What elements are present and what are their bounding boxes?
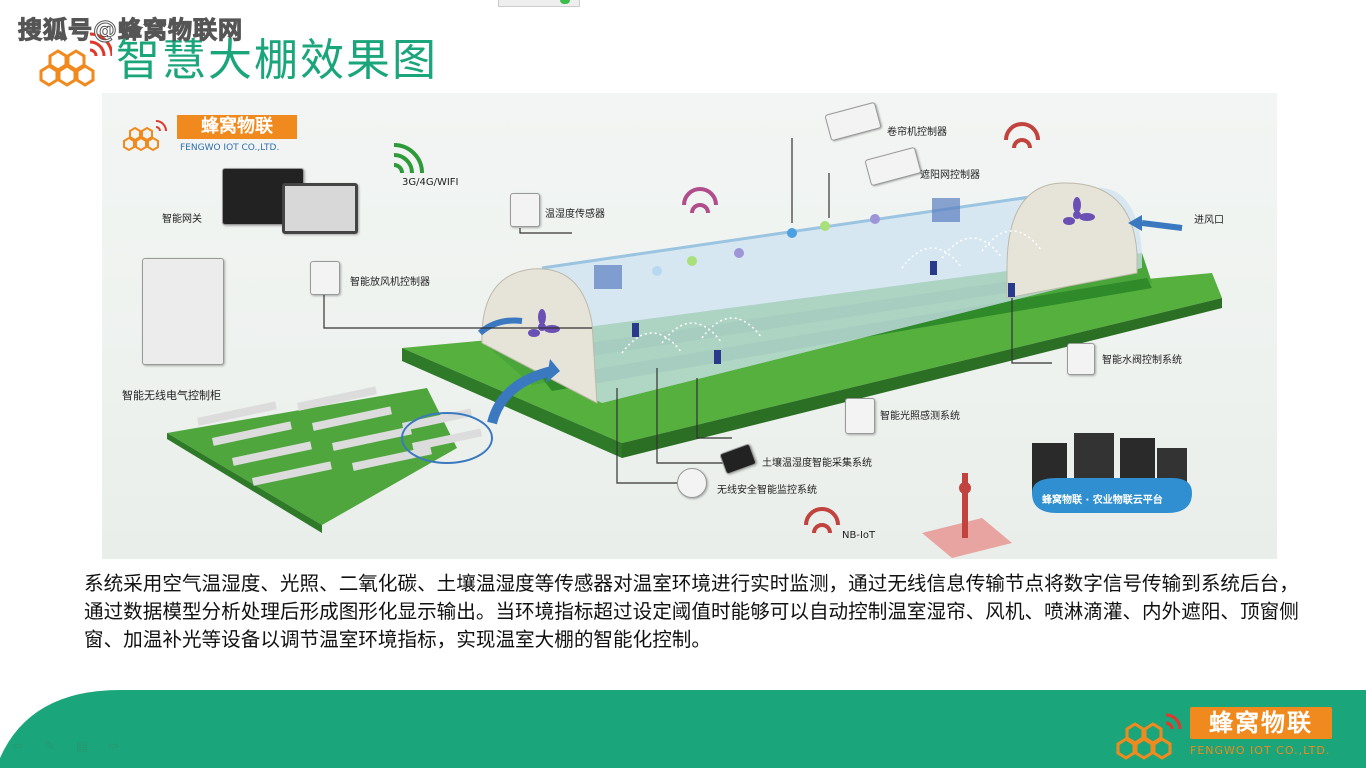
arrow-icon	[478, 317, 523, 336]
top-tab	[498, 0, 580, 7]
figure-honeycomb-logo-icon	[123, 120, 167, 152]
pen-tool-icon[interactable]: ✎	[44, 739, 56, 754]
label-cabinet: 智能无线电气控制柜	[122, 389, 221, 402]
prev-slide-arrow-icon[interactable]: ⇦	[12, 739, 24, 754]
fan-controller-device	[310, 261, 340, 295]
label-nbiot: NB-IoT	[842, 530, 876, 541]
gateway-screen	[282, 183, 358, 234]
label-gateway: 智能网关	[162, 214, 202, 225]
light-sensing-device	[845, 398, 875, 434]
figure-brand-name: 蜂窝物联	[177, 115, 297, 139]
description-text: 系统采用空气温湿度、光照、二氧化碳、土壤温湿度等传感器对温室环境进行实时监测，通…	[84, 572, 1299, 651]
label-water-valve: 智能水阀控制系统	[1102, 355, 1182, 366]
label-cloud-platform: 蜂窝物联 · 农业物联云平台	[1042, 495, 1163, 506]
header-honeycomb-logo-icon	[39, 32, 112, 87]
label-soil-collection: 土壤温湿度智能采集系统	[762, 458, 872, 469]
next-slide-arrow-icon[interactable]: ⇨	[108, 739, 120, 754]
footer-honeycomb-logo-icon	[1116, 713, 1182, 760]
page-title: 智慧大棚效果图	[116, 35, 438, 86]
footer-brand-name: 蜂窝物联	[1190, 707, 1332, 739]
electrical-cabinet	[142, 258, 224, 365]
label-fan-controller: 智能放风机控制器	[350, 277, 430, 288]
label-camera-system: 无线安全智能监控系统	[717, 485, 817, 496]
label-shade-controller: 遮阳网控制器	[920, 170, 980, 181]
greenhouse-scene	[167, 122, 1222, 558]
camera-icon	[677, 468, 707, 498]
label-air-inlet: 进风口	[1194, 215, 1224, 226]
label-roller-controller: 卷帘机控制器	[887, 127, 947, 138]
label-temp-humidity-sensor: 温湿度传感器	[545, 209, 605, 220]
temp-humidity-sensor-device	[510, 193, 540, 227]
fan-icon	[528, 197, 1095, 337]
greenhouse-figure: 蜂窝物联 FENGWO IOT CO.,LTD. 智能网关 3G/4G/WIFI…	[102, 93, 1277, 559]
tower-icon	[922, 473, 1012, 558]
top-tab-indicator	[560, 0, 570, 4]
cloud-platform-icon	[1032, 433, 1192, 513]
label-light-sensing: 智能光照感测系统	[880, 411, 960, 422]
footer-brand-sub: FENGWO IOT CO.,LTD.	[1190, 744, 1331, 757]
watermark-text: 搜狐号@蜂窝物联网	[18, 16, 243, 45]
wifi-signal-icon	[393, 122, 1040, 534]
water-valve-device	[1067, 343, 1095, 375]
figure-brand-sub: FENGWO IOT CO.,LTD.	[180, 143, 280, 153]
footer-band	[0, 690, 1366, 768]
slide-menu-icon[interactable]: ▤	[75, 739, 89, 754]
label-network: 3G/4G/WIFI	[402, 177, 459, 188]
